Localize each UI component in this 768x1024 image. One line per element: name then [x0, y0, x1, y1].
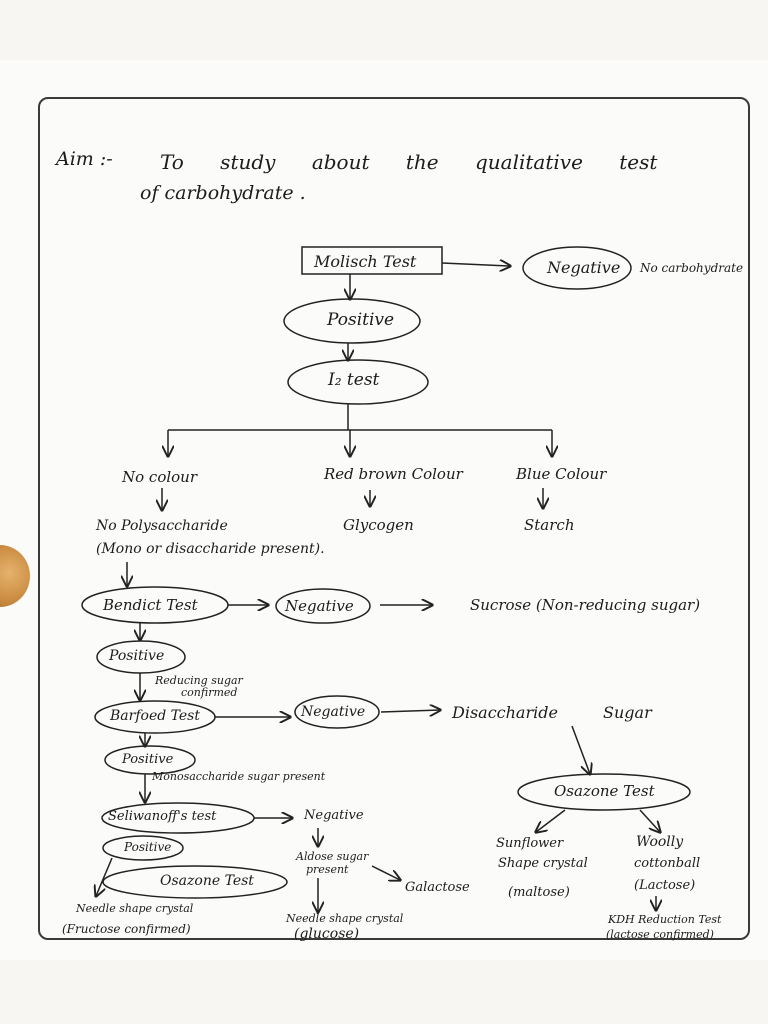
barfoed-test-label: Barfoed Test [110, 708, 200, 724]
seliwanoff-test-label: Seliwanoff's test [108, 809, 217, 824]
molisch-test-box [301, 246, 443, 275]
disaccharide-sugar-label: Disaccharide Sugar [452, 703, 652, 722]
arrow-barfoed-disaccharide [380, 710, 440, 712]
starch-label: Starch [524, 516, 575, 534]
benedict-positive-ellipse [96, 640, 186, 674]
molisch-positive-label: Positive [327, 310, 395, 330]
molisch-negative-label: Negative [547, 258, 621, 277]
monosaccharide-note: Monosaccharide sugar present [152, 770, 326, 783]
molisch-test-label: Molisch Test [314, 252, 417, 271]
sunflower-label: Sunflower [496, 836, 564, 851]
iodine-test-label: I₂ test [328, 370, 380, 390]
fructose-confirmed-label: (Fructose confirmed) [62, 922, 191, 936]
shape-crystal-label: Shape crystal [498, 856, 588, 871]
osazone-bottom-label: Osazone Test [160, 873, 254, 889]
arrow-disaccharide-osazone [571, 725, 590, 774]
no-carbohydrate-note: No carbohydrate [640, 261, 744, 275]
no-polysaccharide-label: No Polysaccharide [96, 518, 228, 534]
osazone-right-ellipse [517, 773, 691, 811]
arrow-aldose-galactose [371, 865, 400, 880]
glucose-label: (glucose) [294, 926, 360, 942]
sucrose-label: Sucrose (Non-reducing sugar) [470, 596, 701, 614]
benedict-test-label: Bendict Test [103, 596, 198, 614]
arrow-positive-fructose [96, 857, 113, 896]
aim-line-2: of carbohydrate . [140, 182, 306, 204]
molisch-positive-ellipse [283, 298, 421, 344]
woolly-label: Woolly [636, 834, 684, 850]
needle-crystal-fructose-label: Needle shape crystal [76, 902, 194, 915]
reducing-sugar-note: Reducing sugar [155, 674, 243, 687]
arrow-osazone-sunflower [536, 809, 566, 832]
molisch-negative-ellipse [522, 246, 632, 290]
lactose-label: (Lactose) [634, 878, 696, 893]
kdh-test-label: KDH Reduction Test [608, 913, 722, 926]
no-colour-label: No colour [122, 468, 198, 486]
benedict-negative-ellipse [275, 588, 371, 624]
aldose-present-note: present [306, 863, 349, 876]
mono-disaccharide-label: (Mono or disaccharide present). [96, 541, 325, 557]
reducing-confirmed-note: confirmed [181, 686, 238, 699]
aim-label: Aim :- [56, 148, 113, 170]
galactose-label: Galactose [405, 880, 470, 895]
blue-colour-label: Blue Colour [516, 465, 607, 483]
barfoed-positive-ellipse [104, 745, 196, 775]
osazone-right-label: Osazone Test [554, 782, 655, 800]
barfoed-negative-label: Negative [301, 704, 366, 720]
iodine-test-ellipse [287, 359, 429, 405]
aldose-sugar-note: Aldose sugar [296, 850, 369, 863]
seliwanoff-negative-label: Negative [304, 808, 364, 823]
arrow-osazone-woolly [639, 809, 660, 832]
aim-line-1: To study about the qualitative test [160, 150, 658, 174]
needle-crystal-glucose-label: Needle shape crystal [286, 912, 404, 925]
benedict-negative-label: Negative [285, 597, 354, 615]
seliwanoff-positive-label: Positive [124, 840, 172, 854]
lactose-confirmed-label: (lactose confirmed) [606, 928, 714, 941]
seliwanoff-positive-ellipse [102, 835, 184, 861]
maltose-label: (maltose) [508, 885, 570, 900]
arrow-molisch-negative [441, 263, 510, 266]
glycogen-label: Glycogen [343, 516, 414, 534]
red-brown-label: Red brown Colour [324, 465, 463, 483]
osazone-bottom-ellipse [102, 865, 288, 899]
page-border [38, 97, 750, 940]
barfoed-negative-ellipse [294, 695, 380, 729]
cottonball-label: cottonball [634, 856, 701, 871]
benedict-positive-label: Positive [109, 648, 165, 664]
barfoed-positive-label: Positive [122, 752, 174, 767]
